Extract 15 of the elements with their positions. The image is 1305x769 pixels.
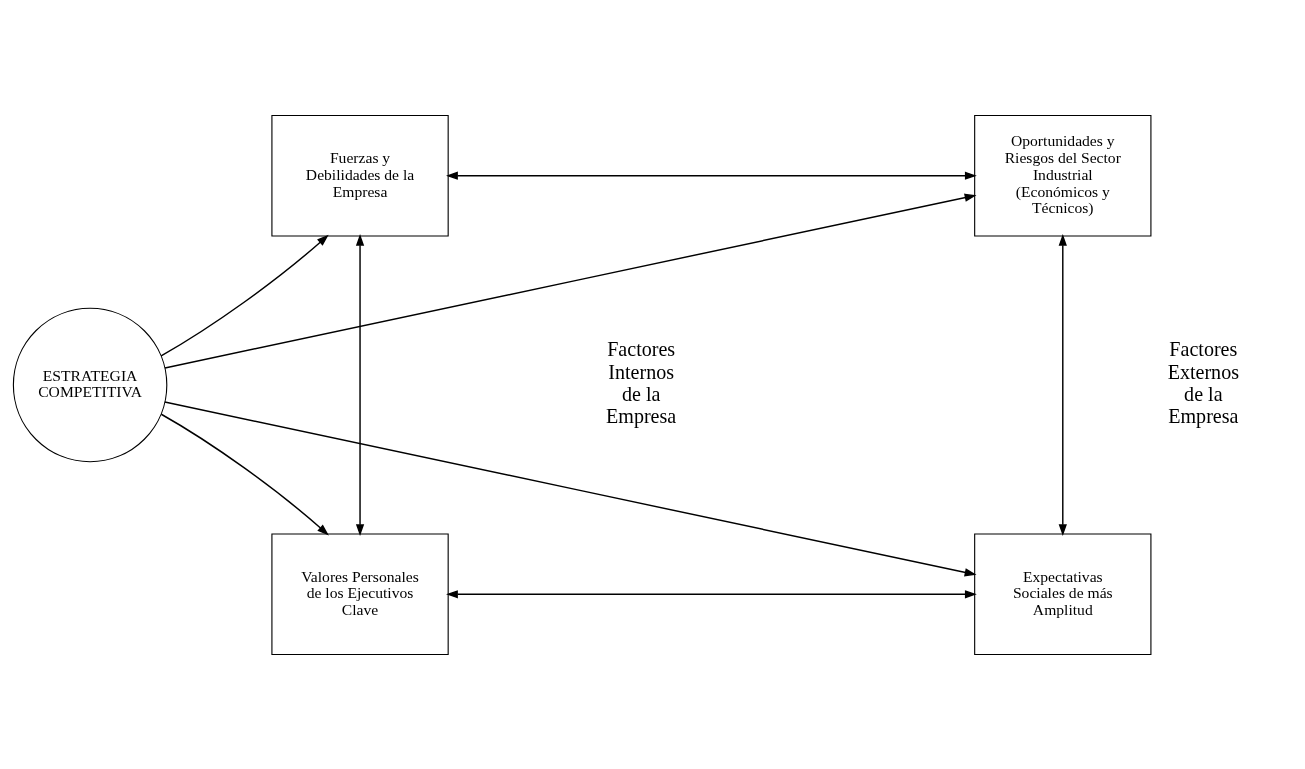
label: Factores Internos de la Empresa — [606, 337, 677, 427]
node-box: Oportunidades y Riesgos del Sector Industrial (Económicos y Técnicos) — [974, 114, 1152, 236]
arrow — [164, 400, 977, 576]
node-box: Expectativas Sociales de más Amplitud — [974, 533, 1152, 655]
arrow — [164, 193, 977, 369]
node-box: Valores Personales de los Ejecutivos Clave — [271, 533, 449, 655]
node-box: Fuerzas y Debilidades de la Empresa — [271, 114, 449, 236]
arrow — [355, 233, 365, 536]
arrow — [160, 234, 329, 357]
arrow — [160, 413, 329, 536]
label: Factores Externos de la Empresa — [1167, 337, 1240, 427]
arrow — [446, 589, 977, 598]
node-circle: ESTRATEGIA COMPETITIVA — [12, 307, 168, 462]
arrow — [446, 171, 977, 180]
arrow — [1058, 233, 1067, 536]
